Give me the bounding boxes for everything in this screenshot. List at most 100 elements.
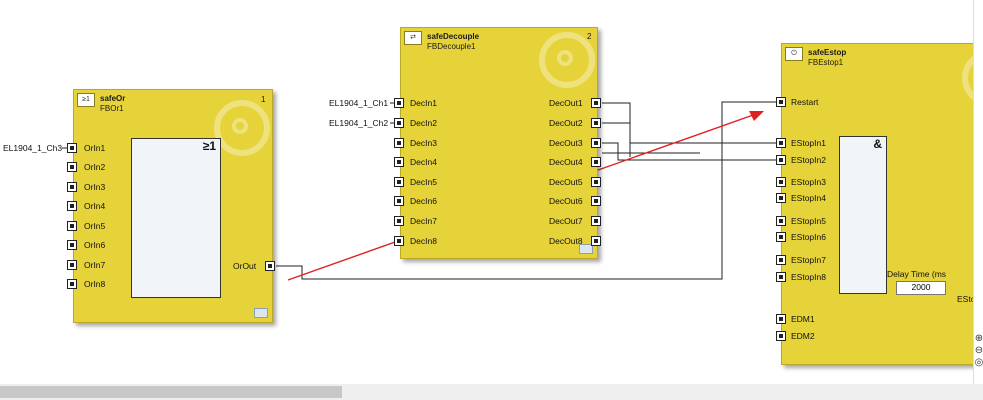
decouple-block-icon: ⇄	[404, 31, 422, 45]
or-output-label: OrOut	[233, 261, 257, 271]
pin-connector-icon[interactable]	[776, 193, 786, 203]
pin-connector-icon[interactable]	[67, 162, 77, 172]
decouple-block-number: 2	[587, 32, 592, 41]
estop-input-label: EStopIn6	[791, 232, 826, 242]
resize-handle-icon[interactable]	[579, 244, 593, 254]
pin-connector-icon[interactable]	[67, 221, 77, 231]
decouple-output-label: DecOut4	[549, 157, 583, 167]
decouple-input-label: DecIn2	[410, 118, 437, 128]
pin-connector-icon[interactable]	[67, 182, 77, 192]
or-block-type: safeOr	[100, 94, 126, 103]
decouple-block-type: safeDecouple	[427, 32, 480, 41]
delay-time-input[interactable]: 2000	[896, 281, 946, 295]
estop-edm-label: EDM1	[791, 314, 815, 324]
or-input-label: OrIn1	[84, 143, 106, 153]
pin-connector-icon[interactable]	[591, 236, 601, 246]
or-input-label: OrIn6	[84, 240, 106, 250]
pin-connector-icon[interactable]	[394, 196, 404, 206]
pin-connector-icon[interactable]	[591, 118, 601, 128]
pin-connector-icon[interactable]	[67, 260, 77, 270]
pin-connector-icon[interactable]	[776, 232, 786, 242]
pin-connector-icon[interactable]	[776, 255, 786, 265]
decouple-input-label: DecIn4	[410, 157, 437, 167]
or-logic-box: ≥1	[131, 138, 221, 298]
zoom-fit-icon[interactable]: ◎	[974, 357, 983, 368]
estop-input-label: EStopIn1	[791, 138, 826, 148]
pin-connector-icon[interactable]	[394, 177, 404, 187]
estop-input-label: EStopIn2	[791, 155, 826, 165]
estop-input-label: EStopIn3	[791, 177, 826, 187]
decouple-input-label: DecIn6	[410, 196, 437, 206]
pin-connector-icon[interactable]	[67, 143, 77, 153]
estop-operator: &	[873, 137, 882, 151]
or-function-block[interactable]: ≥1 safeOr FBOr1 1 ≥1	[73, 89, 273, 323]
pin-connector-icon[interactable]	[394, 98, 404, 108]
pin-connector-icon[interactable]	[265, 261, 275, 271]
decouple-output-label: DecOut8	[549, 236, 583, 246]
vertical-scrollbar[interactable]: ⊕ ⊖ ◎	[973, 0, 983, 384]
decouple-input-label: DecIn5	[410, 177, 437, 187]
decouple-input-label: DecIn7	[410, 216, 437, 226]
pin-connector-icon[interactable]	[394, 138, 404, 148]
estop-input-label: EStopIn8	[791, 272, 826, 282]
or-input-label: OrIn3	[84, 182, 106, 192]
or-input-label: OrIn4	[84, 201, 106, 211]
pin-connector-icon[interactable]	[67, 240, 77, 250]
estop-output-label: ESto	[957, 294, 976, 304]
decouple-external-input[interactable]: EL1904_1_Ch1	[329, 98, 389, 108]
pin-connector-icon[interactable]	[591, 216, 601, 226]
decouple-output-label: DecOut5	[549, 177, 583, 187]
pin-connector-icon[interactable]	[776, 97, 786, 107]
or-input-label: OrIn8	[84, 279, 106, 289]
or-input-label: OrIn2	[84, 162, 106, 172]
pin-connector-icon[interactable]	[776, 272, 786, 282]
gear-watermark-icon	[214, 100, 270, 156]
horizontal-scrollbar[interactable]	[0, 384, 983, 400]
pin-connector-icon[interactable]	[776, 138, 786, 148]
estop-input-label: EStopIn5	[791, 216, 826, 226]
pin-connector-icon[interactable]	[394, 157, 404, 167]
decouple-output-label: DecOut6	[549, 196, 583, 206]
delay-time-label: Delay Time (ms	[887, 269, 947, 279]
pin-connector-icon[interactable]	[591, 196, 601, 206]
pin-connector-icon[interactable]	[394, 236, 404, 246]
decouple-external-input[interactable]: EL1904_1_Ch2	[329, 118, 389, 128]
pin-connector-icon[interactable]	[776, 155, 786, 165]
pin-connector-icon[interactable]	[776, 216, 786, 226]
estop-restart-label: Restart	[791, 97, 819, 107]
estop-edm-label: EDM2	[791, 331, 815, 341]
or-input-label: OrIn5	[84, 221, 106, 231]
estop-logic-box: &	[839, 136, 887, 294]
pin-connector-icon[interactable]	[776, 314, 786, 324]
or-external-input[interactable]: EL1904_1_Ch3	[3, 143, 63, 153]
resize-handle-icon[interactable]	[254, 308, 268, 318]
zoom-out-icon[interactable]: ⊖	[974, 345, 983, 356]
pin-connector-icon[interactable]	[394, 118, 404, 128]
estop-input-label: EStopIn4	[791, 193, 826, 203]
estop-block-type: safeEstop	[808, 48, 847, 57]
estop-block-icon: ⏻	[785, 47, 803, 61]
decouple-output-label: DecOut3	[549, 138, 583, 148]
estop-function-block[interactable]: ⏻ safeEstop FBEstop1 & Delay Time (ms 20…	[781, 43, 983, 365]
decouple-input-label: DecIn3	[410, 138, 437, 148]
zoom-in-icon[interactable]: ⊕	[974, 333, 983, 344]
or-operator: ≥1	[202, 139, 216, 153]
pin-connector-icon[interactable]	[591, 177, 601, 187]
decouple-block-instance: FBDecouple1	[427, 42, 476, 51]
scrollbar-thumb[interactable]	[0, 386, 342, 398]
or-block-instance: FBOr1	[100, 104, 124, 113]
pin-connector-icon[interactable]	[591, 98, 601, 108]
or-input-label: OrIn7	[84, 260, 106, 270]
pin-connector-icon[interactable]	[776, 331, 786, 341]
pin-connector-icon[interactable]	[67, 201, 77, 211]
decouple-output-label: DecOut2	[549, 118, 583, 128]
decouple-input-label: DecIn8	[410, 236, 437, 246]
pin-connector-icon[interactable]	[591, 157, 601, 167]
or-block-number: 1	[261, 95, 266, 104]
pin-connector-icon[interactable]	[591, 138, 601, 148]
decouple-output-label: DecOut1	[549, 98, 583, 108]
pin-connector-icon[interactable]	[67, 279, 77, 289]
pin-connector-icon[interactable]	[776, 177, 786, 187]
pin-connector-icon[interactable]	[394, 216, 404, 226]
